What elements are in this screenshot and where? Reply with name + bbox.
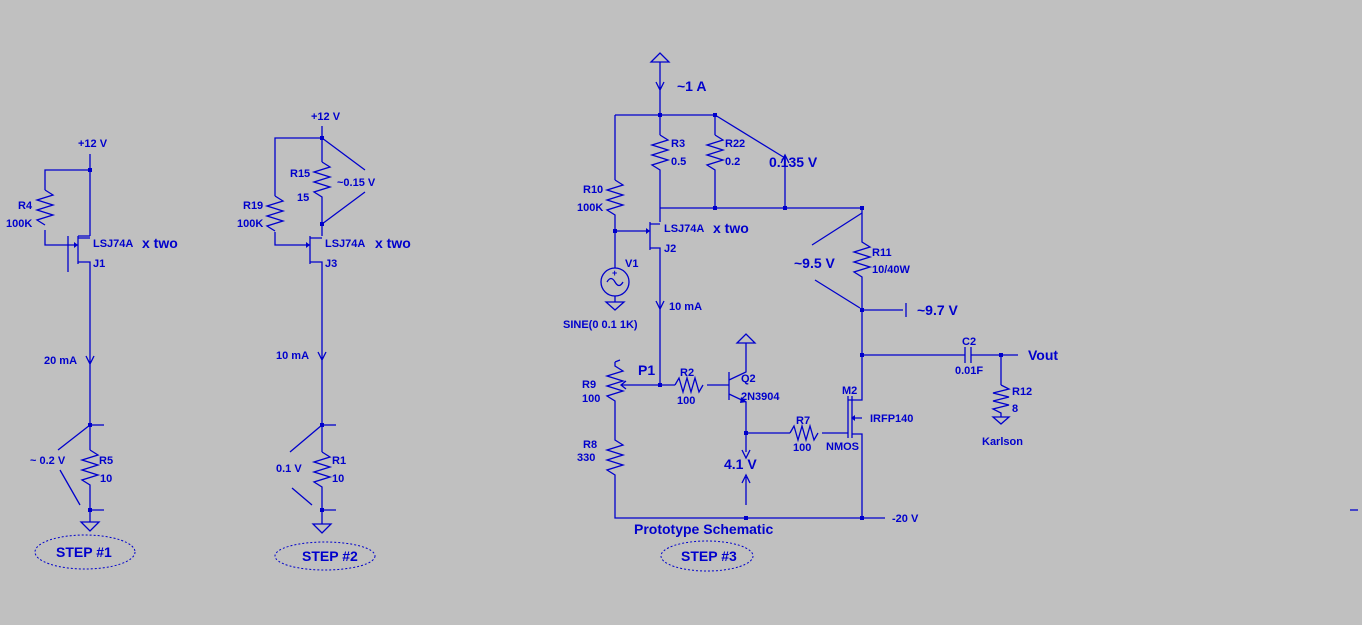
r7-name: R7 (796, 415, 810, 427)
r7-value: 100 (793, 442, 811, 454)
r4-name: R4 (18, 200, 33, 212)
r1-resistor (311, 451, 333, 512)
step1-current-label: 20 mA (44, 355, 77, 367)
step1-supply-label: +12 V (78, 138, 108, 150)
step1-oval (34, 534, 136, 570)
r1-value: 10 (332, 473, 344, 485)
r3-name: R3 (671, 138, 685, 150)
step2-label: STEP #2 (302, 548, 358, 564)
q2-bjt (728, 333, 757, 452)
r2-resistor (674, 375, 704, 395)
r1-name: R1 (332, 455, 346, 467)
r9-name: R9 (582, 379, 596, 391)
j2-name: J2 (664, 243, 676, 255)
r2-value: 100 (677, 395, 695, 407)
j2-count: x two (713, 220, 749, 236)
r8-resistor (604, 433, 885, 519)
q2-name: Q2 (741, 373, 756, 385)
r22-name: R22 (725, 138, 745, 150)
v1-name: V1 (625, 258, 638, 270)
r15-name: R15 (290, 168, 310, 180)
r15-resistor (311, 161, 333, 236)
r7-resistor (789, 423, 819, 443)
m2-model: IRFP140 (870, 413, 913, 425)
c2-name: C2 (962, 336, 976, 348)
j1-jfet (67, 235, 91, 272)
m2-type: NMOS (826, 441, 859, 453)
r10-resistor (604, 179, 626, 268)
r8-value: 330 (577, 452, 595, 464)
j3-count: x two (375, 235, 411, 251)
p1-label: P1 (638, 362, 655, 378)
sense-voltage-label: 0.135 V (769, 154, 818, 170)
m2-mosfet (847, 355, 863, 518)
m2-name: M2 (842, 385, 857, 397)
r5-resistor (79, 449, 101, 512)
vout-label: Vout (1028, 347, 1058, 363)
karlson-label: Karlson (982, 436, 1023, 448)
step3-oval (660, 540, 754, 572)
step3-label: STEP #3 (681, 548, 737, 564)
step2-voltage-label: 0.1 V (276, 463, 302, 475)
r12-name: R12 (1012, 386, 1032, 398)
j3-name: J3 (325, 258, 337, 270)
r19-resistor (264, 195, 286, 232)
schematic-title: Prototype Schematic (634, 521, 773, 537)
r22-value: 0.2 (725, 156, 740, 168)
r12-value: 8 (1012, 403, 1018, 415)
step2-oval (274, 541, 376, 571)
r4-value: 100K (6, 218, 32, 230)
r5-value: 10 (100, 473, 112, 485)
c2-value: 0.01F (955, 365, 983, 377)
r11-voltage-label: ~9.5 V (794, 255, 836, 271)
r8-name: R8 (583, 439, 597, 451)
r5-name: R5 (99, 455, 113, 467)
j3-model: LSJ74A (325, 238, 365, 250)
j2-model: LSJ74A (664, 223, 704, 235)
r15-value: 15 (297, 192, 309, 204)
r22-resistor (704, 134, 726, 208)
r11-value: 10/40W (872, 264, 911, 276)
r9-value: 100 (582, 393, 600, 405)
r11-name: R11 (872, 247, 892, 259)
r10-name: R10 (583, 184, 603, 196)
r3-value: 0.5 (671, 156, 686, 168)
j2-jfet (615, 222, 661, 385)
j1-count: x two (142, 235, 178, 251)
emitter-voltage-label: 4.1 V (724, 456, 757, 472)
neg-supply-label: -20 V (892, 513, 919, 525)
r11-resistor (851, 208, 873, 355)
step1-voltage-label: ~ 0.2 V (30, 455, 66, 467)
j1-name: J1 (93, 258, 105, 270)
supply-current-label: ~1 A (677, 78, 706, 94)
v1-value: SINE(0 0.1 1K) (563, 319, 638, 331)
r19-name: R19 (243, 200, 263, 212)
step3-circuit: ~1 A R3 0.5 R22 0.2 0.135 V R10 100K LSJ… (563, 52, 1058, 572)
r3-resistor (649, 134, 671, 222)
v1-source: + (600, 267, 630, 311)
out-voltage-label: ~9.7 V (917, 302, 959, 318)
q2-model: 2N3904 (741, 391, 780, 403)
step1-label: STEP #1 (56, 544, 112, 560)
svg-text:+: + (612, 268, 617, 278)
r12-resistor (991, 384, 1011, 425)
r10-value: 100K (577, 202, 603, 214)
r2-name: R2 (680, 367, 694, 379)
j3-jfet (300, 236, 323, 272)
step2-circuit: +12 V R15 15 ~0.15 V R19 100K LSJ74A x t… (237, 111, 411, 571)
step2-current-label: 10 mA (276, 350, 309, 362)
step1-circuit: +12 V R4 100K LSJ74A x two J1 20 mA R5 1… (6, 138, 178, 570)
r9-potentiometer (604, 359, 660, 433)
step2-supply-label: +12 V (311, 111, 341, 123)
r19-value: 100K (237, 218, 263, 230)
r4-resistor (34, 189, 56, 226)
j1-model: LSJ74A (93, 238, 133, 250)
jfet-current-label: 10 mA (669, 301, 702, 313)
r15-voltage-label: ~0.15 V (337, 177, 376, 189)
